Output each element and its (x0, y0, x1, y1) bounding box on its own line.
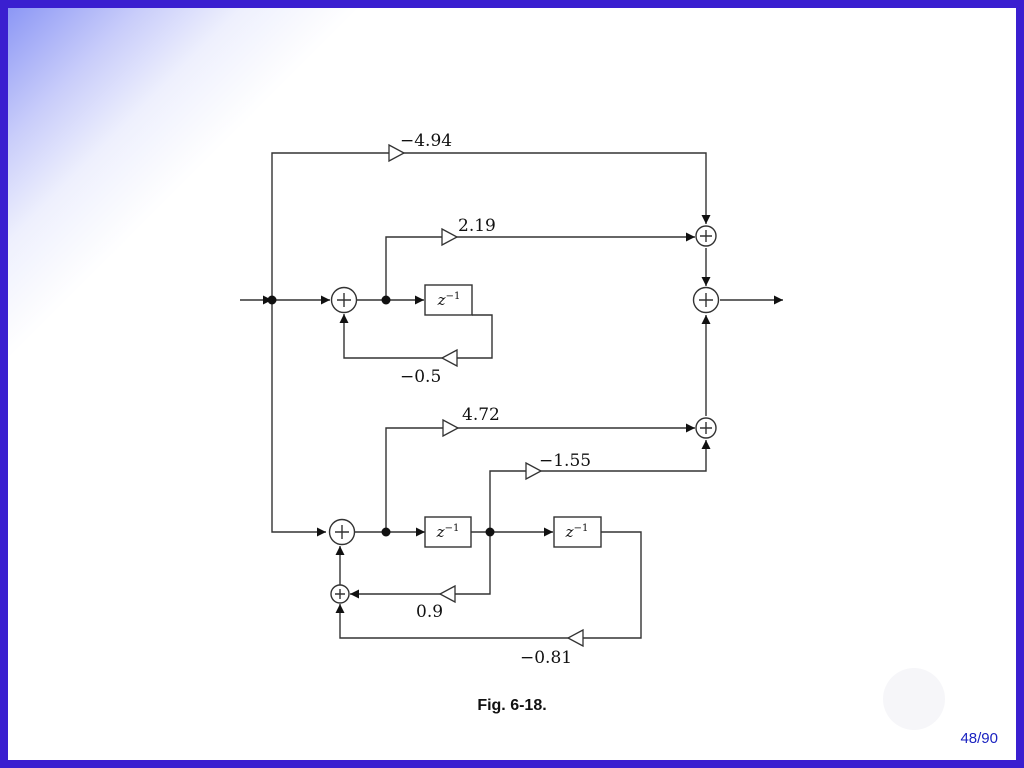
gain-triangle-219 (441, 227, 459, 247)
adder-input-2 (328, 518, 356, 546)
coef-second-feedback-b: −0.81 (520, 648, 572, 668)
delay-box-3: z−1 (553, 516, 602, 548)
gain-triangle-472 (442, 418, 460, 438)
coef-second-forward-a: 4.72 (462, 405, 500, 425)
slide: z−1 z−1 z−1 −4.94 2.19 −0.5 4.72 −1.55 0… (8, 8, 1016, 760)
coef-second-forward-b: −1.55 (539, 451, 591, 471)
gain-triangle-neg081 (566, 628, 584, 648)
adder-output (692, 286, 720, 314)
gain-triangle-09 (438, 584, 456, 604)
coef-first-feedback: −0.5 (400, 367, 441, 387)
coef-top-feedforward: −4.94 (400, 131, 452, 151)
adder-lower-right (695, 417, 717, 439)
coef-first-forward: 2.19 (458, 216, 496, 236)
adder-input-1 (330, 286, 358, 314)
delay-box-1: z−1 (424, 284, 473, 316)
figure-caption: Fig. 6-18. (477, 697, 547, 714)
gain-triangles (388, 143, 584, 648)
delay-box-2: z−1 (424, 516, 472, 548)
navigation-watermark[interactable] (883, 668, 945, 730)
svg-text:z−1: z−1 (437, 291, 461, 309)
signal-lines (240, 152, 783, 639)
signal-flow-diagram: z−1 z−1 z−1 −4.94 2.19 −0.5 4.72 −1.55 0… (240, 131, 783, 668)
summing-junctions (328, 225, 720, 604)
gain-triangle-neg155 (525, 461, 543, 481)
junction-dots (267, 295, 495, 537)
adder-feedback-2 (330, 584, 350, 604)
svg-text:z−1: z−1 (565, 523, 589, 541)
gain-triangle-neg05 (440, 348, 458, 368)
coef-second-feedback-a: 0.9 (416, 602, 443, 622)
svg-text:z−1: z−1 (436, 523, 460, 541)
gain-triangle-neg494 (388, 143, 406, 163)
page-indicator: 48/90 (960, 730, 998, 747)
adder-upper-right (695, 225, 717, 247)
